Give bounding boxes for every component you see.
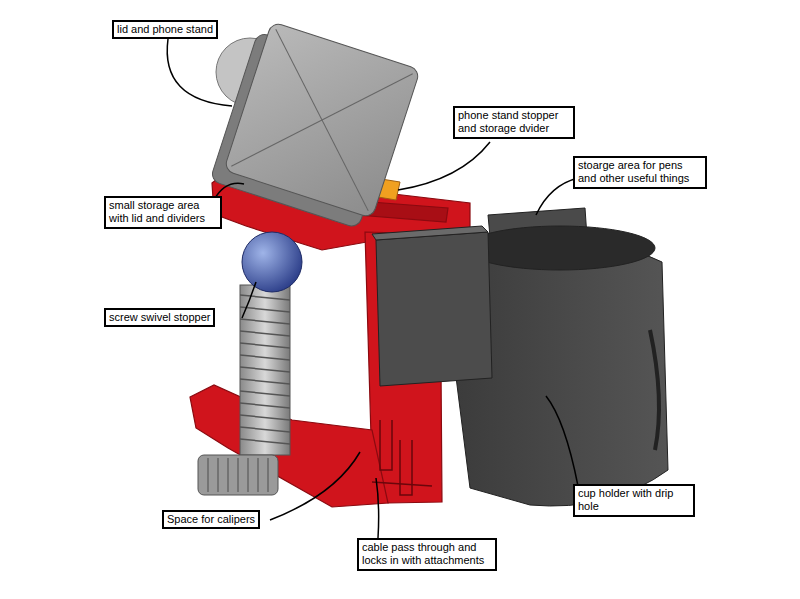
leader-lines (167, 39, 578, 538)
callout-box: phone stand stopper and storage dvider (453, 106, 575, 139)
callout-label: cable pass through and locks in with att… (362, 541, 492, 568)
swivel-ball (242, 232, 302, 292)
screw-shaft (240, 285, 290, 455)
callout-label: lid and phone stand (117, 23, 213, 36)
callout-label: small storage area with lid and dividers (109, 199, 217, 226)
screw-knob (198, 455, 278, 495)
pen-storage-front (376, 232, 492, 386)
callout-label: cup holder with drip hole (578, 487, 690, 514)
cup-holder-opening (465, 226, 655, 270)
callout-box: Space for calipers (162, 510, 260, 529)
callout-label: screw swivel stopper (109, 311, 210, 324)
callout-label: phone stand stopper and storage dvider (458, 109, 570, 136)
callout-box: lid and phone stand (112, 20, 218, 39)
callout-box: small storage area with lid and dividers (104, 196, 222, 229)
callout-box: screw swivel stopper (104, 308, 215, 327)
cable-slots (372, 420, 432, 495)
callout-box: cup holder with drip hole (573, 484, 695, 517)
lid-phone-stand (210, 19, 420, 232)
drip-hole (650, 330, 659, 450)
callout-box: cable pass through and locks in with att… (357, 538, 497, 571)
callout-label: stoarge area for pens and other useful t… (578, 159, 702, 186)
callout-label: Space for calipers (167, 513, 255, 526)
screw (198, 232, 302, 495)
pen-storage-top (372, 226, 488, 240)
callout-box: stoarge area for pens and other useful t… (573, 156, 707, 189)
